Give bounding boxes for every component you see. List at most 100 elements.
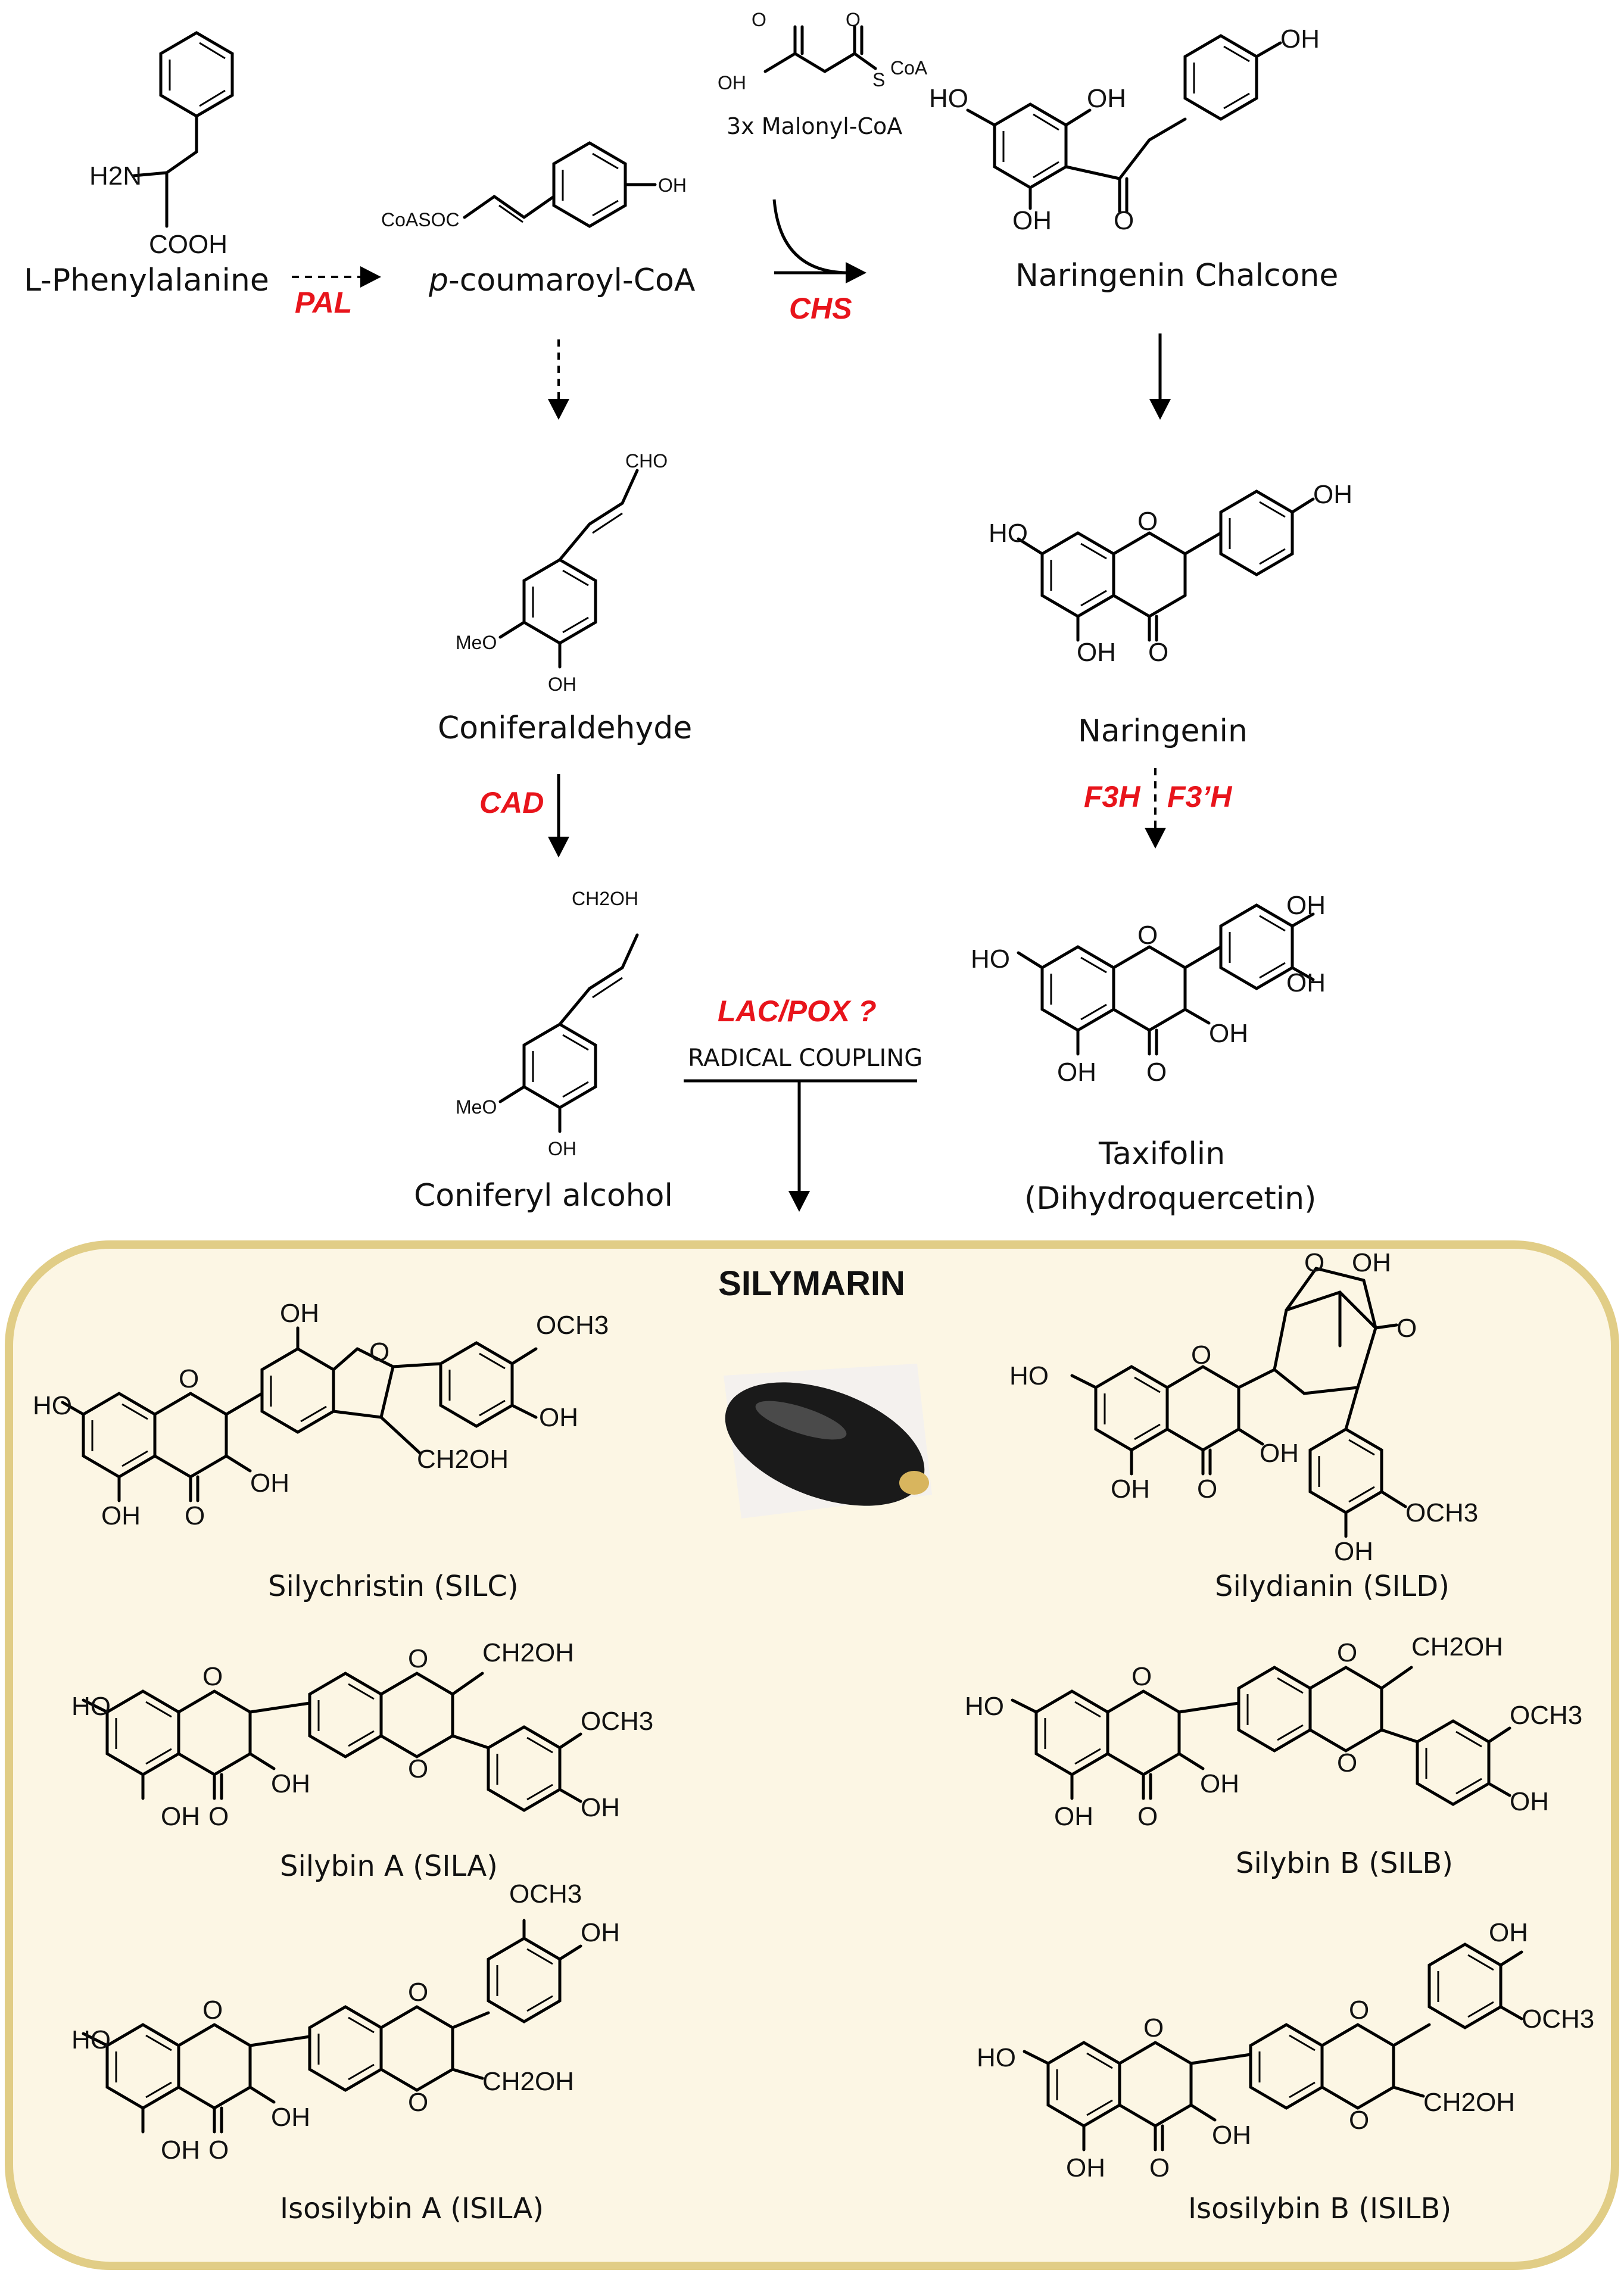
svg-text:O: O <box>1197 1474 1217 1504</box>
svg-text:OH: OH <box>1352 1248 1391 1277</box>
svg-text:S: S <box>872 69 885 91</box>
svg-text:HO: HO <box>1009 1361 1049 1390</box>
svg-text:OH: OH <box>271 1769 310 1798</box>
svg-text:O: O <box>1349 2106 1369 2135</box>
svg-text:OCH3: OCH3 <box>1405 1498 1478 1527</box>
svg-text:CH2OH: CH2OH <box>482 1638 574 1667</box>
svg-text:O: O <box>208 1802 229 1831</box>
svg-text:OCH3: OCH3 <box>1522 2004 1594 2034</box>
phenylalanine-label: L-Phenylalanine <box>24 263 269 298</box>
svg-text:MeO: MeO <box>456 632 497 653</box>
naringenin-chalcone-label: Naringenin Chalcone <box>1015 258 1338 294</box>
silymarin-title: SILYMARIN <box>718 1264 905 1303</box>
svg-text:O: O <box>208 2135 229 2165</box>
svg-text:OH: OH <box>280 1299 319 1328</box>
silychristin-structure: O O HO OH O OH OH CH2OH OCH3 OH <box>33 1299 609 1530</box>
svg-text:OH: OH <box>1066 2153 1105 2182</box>
svg-text:HO: HO <box>33 1391 72 1420</box>
amine-label: H2N <box>89 161 142 191</box>
svg-text:O: O <box>185 1501 205 1530</box>
svg-text:CH2OH: CH2OH <box>572 888 638 909</box>
phenylalanine-structure: H2N COOH <box>89 31 234 259</box>
svg-text:O: O <box>1191 1340 1211 1370</box>
svg-text:OH: OH <box>271 2103 310 2132</box>
naringenin-chalcone-structure: HO OH OH O OH <box>929 24 1320 235</box>
svg-text:MeO: MeO <box>456 1096 497 1118</box>
svg-text:CH2OH: CH2OH <box>482 2067 574 2096</box>
cad-enzyme-label: CAD <box>479 786 544 819</box>
svg-text:CH2OH: CH2OH <box>1411 1632 1503 1661</box>
svg-text:O: O <box>202 1662 223 1691</box>
chs-enzyme-label: CHS <box>789 292 852 325</box>
silybin-a-structure: O O O HO OH O OH CH2OH OCH3 OH <box>71 1638 653 1831</box>
svg-text:O: O <box>1146 1058 1167 1087</box>
svg-text:OH: OH <box>1286 891 1326 920</box>
svg-text:O: O <box>1304 1248 1324 1277</box>
silydianin-structure: O O OH O HO OH O OH OCH3 OH <box>1009 1248 1478 1566</box>
svg-text:OH: OH <box>581 1918 620 1947</box>
malonyl-coa-label: 3x Malonyl-CoA <box>727 113 902 139</box>
svg-text:OH: OH <box>1489 1918 1528 1947</box>
svg-text:HO: HO <box>977 2043 1016 2072</box>
svg-text:OH: OH <box>1260 1439 1299 1468</box>
svg-text:OH: OH <box>718 72 746 93</box>
svg-text:OH: OH <box>1077 638 1116 667</box>
svg-text:OH: OH <box>1209 1019 1248 1048</box>
svg-text:HO: HO <box>989 519 1028 548</box>
svg-text:OH: OH <box>1280 24 1320 54</box>
radical-coupling-label: RADICAL COUPLING <box>688 1044 922 1072</box>
svg-text:HO: HO <box>971 944 1010 974</box>
svg-text:OH: OH <box>539 1403 578 1432</box>
isosilybin-b-label: Isosilybin B (ISILB) <box>1188 2192 1451 2225</box>
lac-pox-enzyme-label: LAC/POX ? <box>718 994 877 1028</box>
svg-text:OCH3: OCH3 <box>1510 1701 1582 1730</box>
svg-text:OH: OH <box>1212 2121 1251 2150</box>
isosilybin-b-structure: O O O HO OH O OH CH2OH OH OCH3 <box>977 1918 1594 2182</box>
naringenin-structure: O HO OH O OH <box>989 480 1352 667</box>
svg-text:CH2OH: CH2OH <box>417 1445 509 1474</box>
svg-text:OCH3: OCH3 <box>536 1311 609 1340</box>
svg-text:O: O <box>752 9 766 30</box>
svg-text:OH: OH <box>1012 206 1052 235</box>
svg-text:O: O <box>1148 638 1168 667</box>
svg-text:O: O <box>408 2088 428 2117</box>
coniferaldehyde-label: Coniferaldehyde <box>438 710 692 746</box>
svg-text:HO: HO <box>965 1692 1004 1721</box>
coniferyl-alcohol-label: Coniferyl alcohol <box>414 1178 673 1214</box>
svg-text:CH2OH: CH2OH <box>1423 2088 1515 2117</box>
carboxyl-label: COOH <box>149 230 227 259</box>
svg-text:OH: OH <box>1057 1058 1096 1087</box>
svg-text:O: O <box>1137 921 1158 950</box>
svg-text:OH: OH <box>1054 1802 1093 1831</box>
f3prime-h-enzyme-label: F3’H <box>1167 780 1232 813</box>
dihydroquercetin-label: (Dihydroquercetin) <box>1024 1181 1316 1217</box>
coniferaldehyde-structure: CHO MeO OH <box>456 450 668 695</box>
svg-text:OH: OH <box>250 1468 289 1498</box>
malonyl-coa-structure: O O OH S CoA <box>718 9 928 93</box>
svg-text:HO: HO <box>71 2025 111 2054</box>
svg-text:OH: OH <box>658 174 687 196</box>
milk-thistle-seed-image <box>724 1364 932 1519</box>
svg-text:O: O <box>1149 2153 1170 2182</box>
silybin-b-label: Silybin B (SILB) <box>1236 1847 1453 1880</box>
svg-text:O: O <box>1397 1314 1417 1343</box>
svg-text:O: O <box>1337 1638 1357 1667</box>
svg-text:O: O <box>369 1337 389 1367</box>
chs-arrow <box>772 199 846 275</box>
svg-text:O: O <box>408 1644 428 1673</box>
svg-text:HO: HO <box>929 84 968 113</box>
svg-text:OCH3: OCH3 <box>581 1707 653 1736</box>
svg-text:OH: OH <box>161 2135 200 2165</box>
taxifolin-structure: O HO OH O OH OH OH <box>971 891 1326 1087</box>
isosilybin-a-label: Isosilybin A (ISILA) <box>280 2192 544 2225</box>
svg-text:O: O <box>1349 1995 1369 2025</box>
isosilybin-a-structure: O O O HO OH O OH CH2OH OCH3 OH <box>71 1879 620 2165</box>
svg-text:OH: OH <box>1111 1474 1150 1504</box>
coniferyl-alcohol-structure: CH2OH MeO OH <box>456 888 639 1159</box>
svg-text:O: O <box>1137 507 1158 536</box>
svg-text:O: O <box>1337 1748 1357 1778</box>
coumaroyl-coa-structure: CoASOC OH <box>381 141 687 230</box>
svg-text:OH: OH <box>1334 1537 1373 1566</box>
silybin-a-label: Silybin A (SILA) <box>280 1850 498 1883</box>
svg-text:O: O <box>846 9 861 30</box>
